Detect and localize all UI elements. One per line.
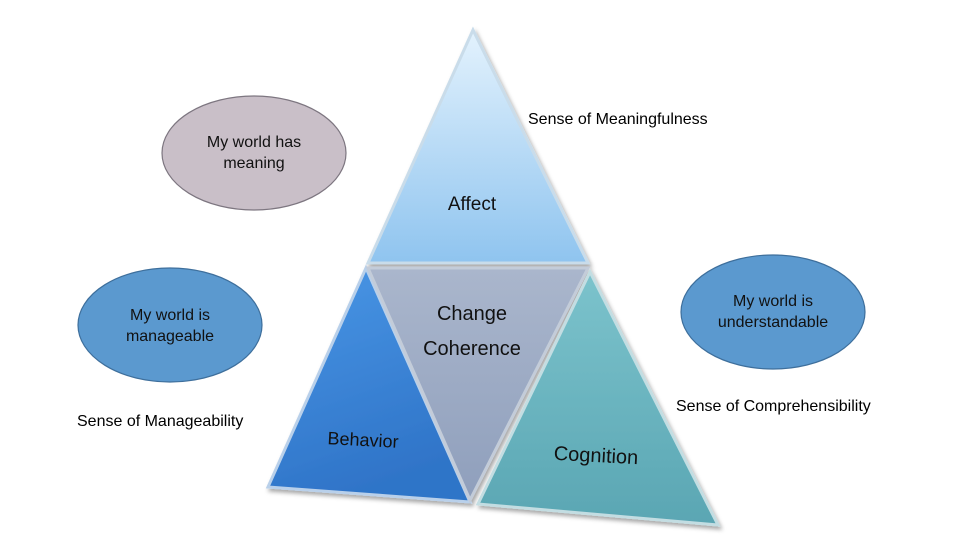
ellipse-understandable-line1: My world is [732,293,813,310]
change-coherence-label: Change Coherence [410,297,534,367]
change-label: Change [436,303,508,325]
ellipse-understandable-line2: understandable [717,314,829,331]
label-sense-of-comprehensibility: Sense of Comprehensibility [676,398,871,415]
ellipse-manageable-line2: manageable [125,328,215,345]
ellipse-meaning-line2: meaning [223,155,285,172]
ellipse-manageable [77,267,263,383]
affect-label: Affect [447,194,497,215]
ellipse-understandable [680,254,866,370]
ellipse-meaning-line1: My world has [206,134,302,151]
ellipse-manageable-line1: My world is [129,307,210,324]
coherence-label: Coherence [423,338,521,360]
ellipse-understandable-text: My world is understandable [693,291,853,333]
triangle-change-coherence [365,266,591,504]
ellipse-meaning [161,95,347,211]
ellipse-meaning-text: My world has meaning [174,132,334,174]
triangle-affect [365,26,591,265]
label-sense-of-meaningfulness: Sense of Meaningfulness [528,111,708,128]
triangle-cognition [475,268,721,527]
ellipse-manageable-text: My world is manageable [90,305,250,347]
label-sense-of-manageability: Sense of Manageability [77,413,244,430]
